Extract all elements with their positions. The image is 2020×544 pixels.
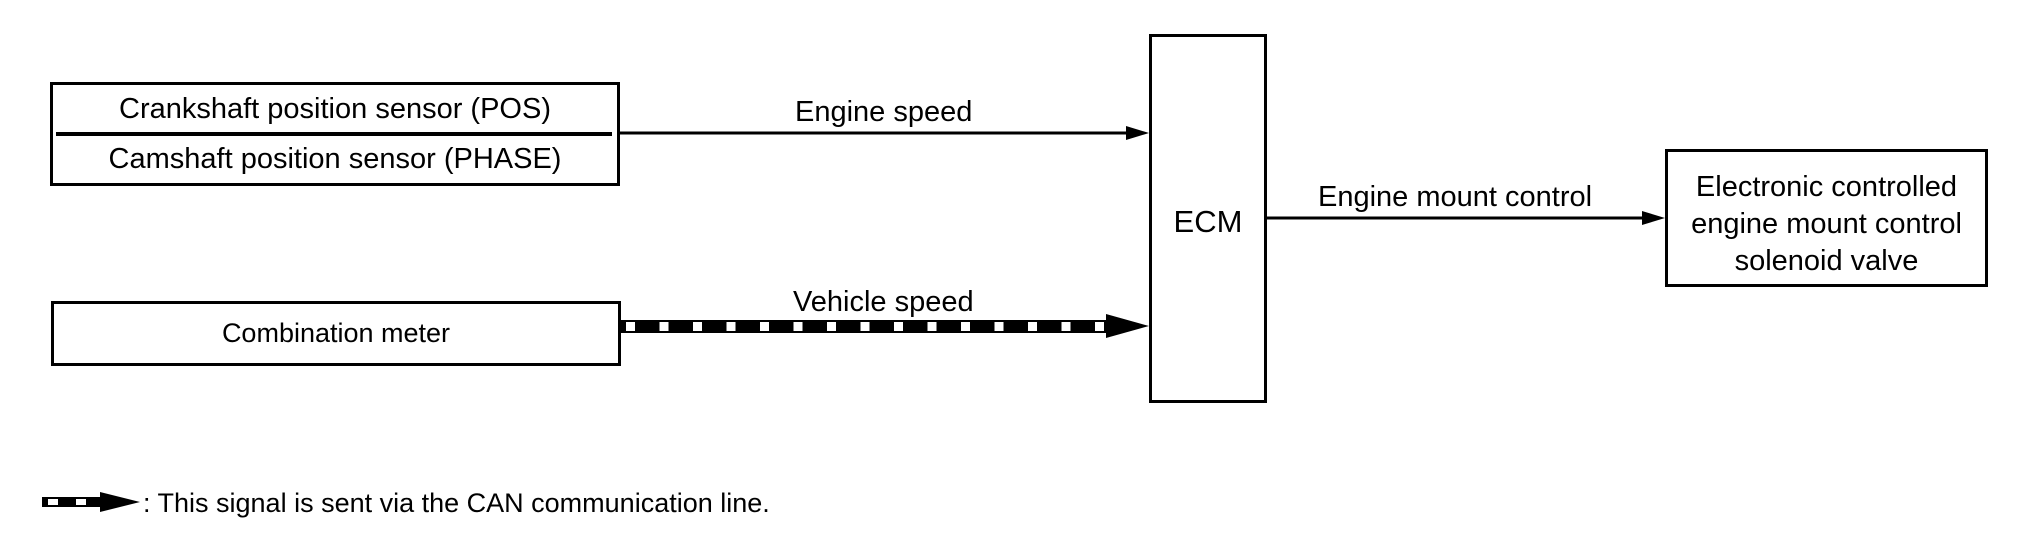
can-bar-square [1061, 322, 1071, 331]
solenoid-valve-line-3: solenoid valve [1734, 245, 1919, 277]
can-squares [626, 322, 1104, 331]
legend-text: : This signal is sent via the CAN commun… [143, 488, 770, 518]
can-bar-square [726, 322, 736, 331]
engine-mount-control-label: Engine mount control [1318, 181, 1593, 213]
vehicle-speed-label: Vehicle speed [793, 286, 974, 318]
engine-speed-label: Engine speed [795, 96, 973, 128]
solenoid-valve-line-1: Electronic controlled [1695, 171, 1958, 203]
sensor-box: Crankshaft position sensor (POS) Camshaf… [50, 82, 620, 186]
crankshaft-sensor-label: Crankshaft position sensor (POS) [119, 93, 551, 125]
combination-meter-label: Combination meter [221, 318, 451, 348]
solenoid-valve-label: Electronic controlled engine mount contr… [1668, 169, 1985, 280]
ecm-label: ECM [1173, 204, 1243, 239]
can-bar-square [659, 322, 669, 331]
engine-mount-control-arrow [1267, 211, 1665, 225]
can-bar-square [760, 322, 769, 331]
can-bar-square [626, 322, 635, 331]
can-bar-square [860, 322, 870, 331]
engine-speed-arrow [620, 126, 1149, 140]
vehicle-speed-can-arrow [621, 314, 1149, 338]
solenoid-valve-line-2: engine mount control [1691, 208, 1962, 240]
solenoid-valve-box: Electronic controlled engine mount contr… [1665, 149, 1988, 287]
can-signal-arrow-icon [42, 492, 140, 512]
combination-meter-box: Combination meter [51, 301, 621, 366]
ecm-box: ECM [1149, 34, 1267, 403]
can-bar-square [827, 322, 836, 331]
can-bar-square [894, 322, 903, 331]
can-bar-square [1095, 322, 1104, 331]
camshaft-sensor-label: Camshaft position sensor (PHASE) [108, 143, 562, 175]
can-bar-square [927, 322, 937, 331]
sensor-divider [56, 132, 612, 136]
can-bar-square [961, 322, 970, 331]
can-bar-square [1028, 322, 1037, 331]
can-bar-square [693, 322, 702, 331]
can-bar-square [994, 322, 1004, 331]
can-bar-square [793, 322, 803, 331]
